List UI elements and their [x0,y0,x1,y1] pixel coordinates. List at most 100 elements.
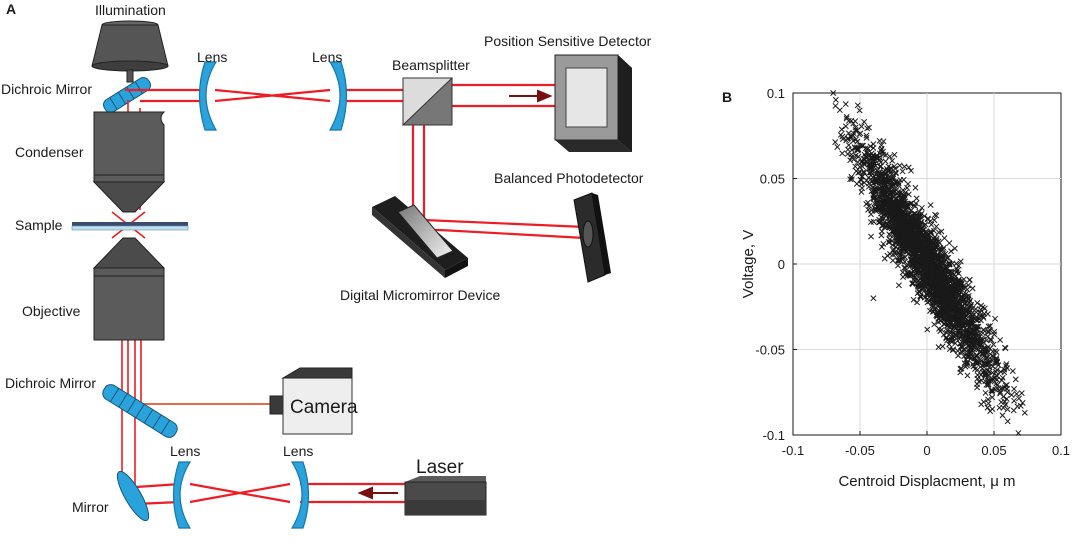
scatter-point [901,246,908,253]
scatter-point [889,189,896,196]
scatter-outlier-point [1004,389,1011,396]
scatter-point [864,125,871,132]
scatter-point [878,179,885,186]
scatter-point [941,321,947,328]
scatter-point [944,327,951,334]
scatter-point [859,142,865,149]
scatter-point [940,331,947,338]
scatter-point [943,275,950,282]
scatter-point [979,346,986,353]
scatter-point [985,382,992,389]
scatter-point [986,363,993,370]
scatter-point [991,360,998,366]
scatter-point [1018,390,1025,397]
scatter-point [996,404,1003,411]
scatter-point [989,375,996,382]
scatter-point [892,169,899,176]
camera [269,367,353,435]
scatter-point [965,292,972,299]
scatter-point [947,337,954,344]
scatter-point [948,312,955,319]
scatter-point [932,211,939,218]
scatter-point [985,323,992,330]
scatter-point [910,296,917,303]
scatter-point [1011,386,1018,392]
scatter-point [989,387,996,394]
scatter-point [960,309,967,316]
scatter-outlier-point [836,107,843,114]
scatter-point [900,210,907,216]
scatter-point [852,124,859,131]
scatter-point [943,329,950,336]
scatter-point [966,342,973,349]
lens-3-label: Lens [170,443,200,459]
scatter-point [974,299,981,306]
scatter-point [961,328,967,335]
scatter-point [899,168,906,175]
scatter-point [957,280,964,287]
scatter-point [930,239,937,246]
scatter-point [894,190,901,197]
dichroic-mirror-bottom [102,384,178,438]
scatter-point [933,223,940,230]
scatter-point [928,271,935,278]
scatter-point [984,360,991,367]
x-tick-label: 0.1 [1052,443,1070,458]
scatter-point [839,150,846,157]
scatter-point [869,184,876,191]
scatter-point [1012,376,1019,383]
scatter-point [866,202,873,209]
scatter-point [922,230,929,237]
objective-label: Objective [22,303,81,319]
scatter-point [916,213,923,220]
scatter-point [892,195,899,202]
scatter-outlier-point [1021,409,1028,416]
scatter-point [930,308,937,315]
scatter-point [902,202,909,209]
scatter-point [977,312,984,319]
scatter-point [965,295,972,302]
scatter-point [982,373,989,379]
scatter-point [917,263,924,270]
scatter-point [863,132,870,139]
scatter-point [991,331,998,338]
dichroic-mirror-top-label: Dichroic Mirror [1,81,92,97]
panel-a: A Illumination Dichroic Mirror [1,1,652,529]
scatter-point [1002,345,1009,352]
scatter-point [927,202,934,208]
scatter-point [1003,395,1010,402]
scatter-point [981,305,988,312]
position-sensitive-detector [554,54,632,152]
scatter-point [966,310,973,316]
scatter-point [892,181,899,188]
scatter-point [960,346,967,353]
scatter-point [938,228,945,235]
scatter-point [936,240,943,246]
scatter-point [871,205,878,212]
scatter-point [937,244,944,251]
laser-label: Laser [416,457,464,478]
scatter-point [939,285,946,292]
scatter-point [905,191,912,198]
scatter-point [967,303,974,310]
scatter-point [981,361,988,368]
scatter-point [997,390,1004,397]
scatter-point [949,290,956,297]
scatter-point [909,281,916,288]
scatter-point [891,226,898,233]
scatter-point [901,192,908,199]
scatter-point [958,295,965,302]
scatter-point [914,299,921,306]
scatter-point [913,195,920,202]
scatter-point [924,292,931,299]
scatter-point [1001,369,1008,376]
scatter-point [870,152,877,159]
scatter-point [936,325,942,332]
scatter-point [912,231,919,237]
scatter-point [983,337,990,344]
dichroic-mirror-bottom-label: Dichroic Mirror [5,375,96,391]
scatter-point [934,262,941,269]
scatter-point [988,337,995,344]
scatter-point [914,217,921,224]
scatter-point [910,234,917,241]
